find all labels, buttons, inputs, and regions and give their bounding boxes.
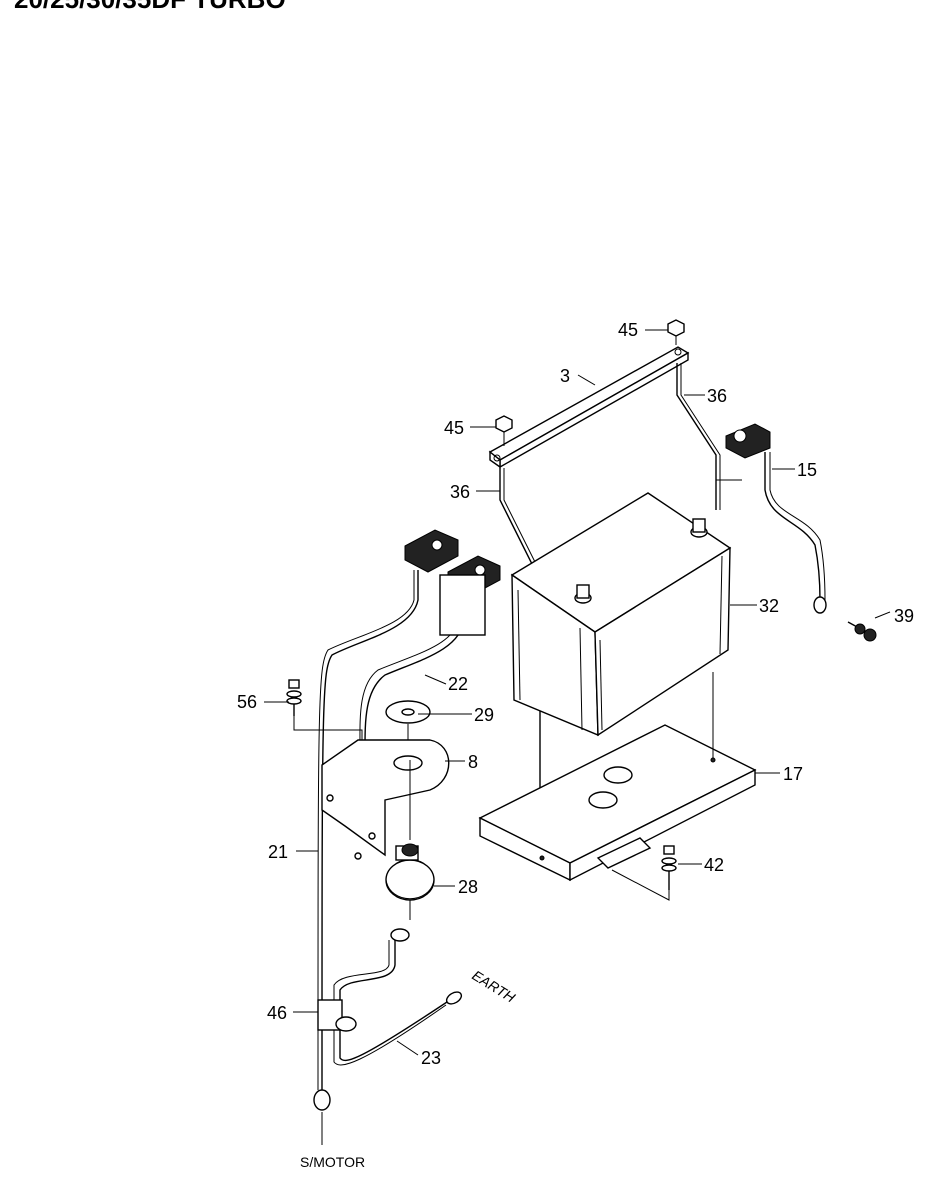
- callout-36-right: 36: [707, 386, 727, 406]
- s-motor-label: S/MOTOR: [300, 1154, 365, 1170]
- callout-23: 23: [421, 1048, 441, 1068]
- callout-39: 39: [894, 606, 914, 626]
- diagram-title: 20/25/30/35DF TURBO: [14, 0, 286, 12]
- bolt-56: [286, 679, 363, 752]
- callout-29: 29: [474, 705, 494, 725]
- bolt-39: [847, 621, 877, 642]
- cable-15: [716, 423, 827, 614]
- j-bolt-36-right: [676, 363, 721, 510]
- callout-45-top: 45: [618, 320, 638, 340]
- leader-lines: [264, 329, 891, 1056]
- washer-29: [385, 700, 431, 752]
- callout-17: 17: [783, 764, 803, 784]
- battery-tray: [478, 672, 757, 882]
- callout-22: 22: [448, 674, 468, 694]
- bracket-8: [321, 739, 450, 860]
- callout-32: 32: [759, 596, 779, 616]
- callout-36-left: 36: [450, 482, 470, 502]
- battery: [510, 492, 732, 737]
- callout-3: 3: [560, 366, 570, 386]
- cable-23: [333, 940, 463, 1066]
- bolt-42: [611, 845, 677, 901]
- callout-42: 42: [704, 855, 724, 875]
- callout-8: 8: [468, 752, 478, 772]
- callout-28: 28: [458, 877, 478, 897]
- battery-switch-28: [385, 760, 435, 942]
- callout-21: 21: [268, 842, 288, 862]
- cable-22: [359, 555, 501, 751]
- callout-46: 46: [267, 1003, 287, 1023]
- callout-45-left: 45: [444, 418, 464, 438]
- nut-45-top: [667, 319, 685, 345]
- j-bolt-36-left: [499, 468, 545, 860]
- earth-label: EARTH: [469, 967, 518, 1006]
- hold-down-bar: [488, 346, 690, 469]
- nut-45-left: [495, 415, 513, 446]
- callout-56: 56: [237, 692, 257, 712]
- callout-15: 15: [797, 460, 817, 480]
- clamp-46: [317, 999, 357, 1032]
- cable-21: [313, 529, 459, 1145]
